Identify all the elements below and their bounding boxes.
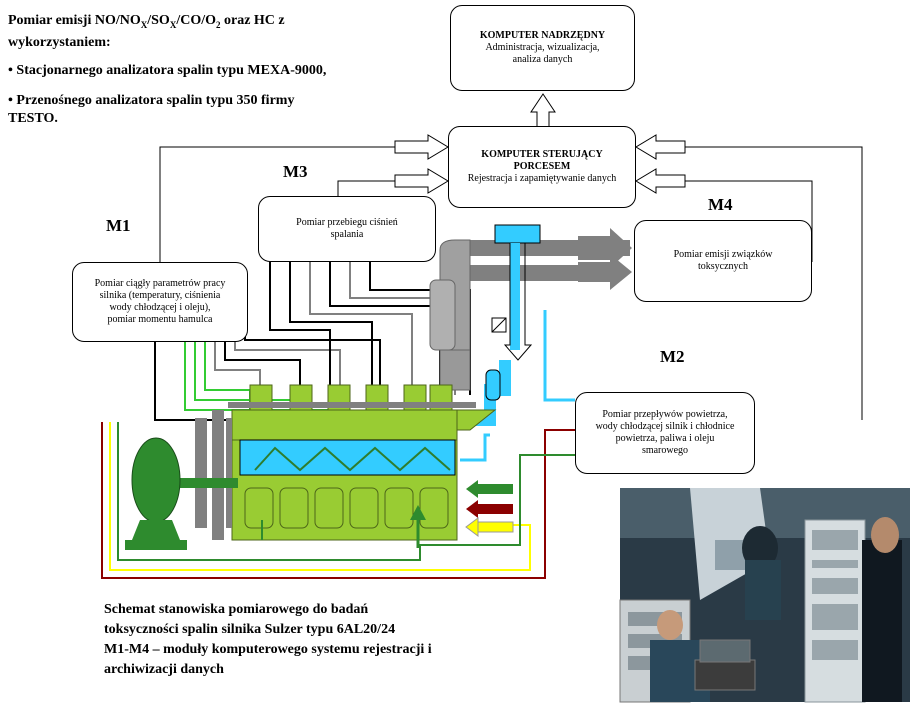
caption-line: archiwizacji danych <box>104 662 224 677</box>
heading-text: /SO <box>147 13 170 28</box>
fuel-pipe <box>109 422 531 571</box>
oil-pipe <box>101 422 575 579</box>
arrow-up-to-nadrzedny <box>530 93 556 129</box>
box-text: silnika (temperatury, ciśnienia <box>99 290 221 301</box>
signal-line-m2 <box>685 146 863 420</box>
box-m2-przeplywy: Pomiar przepływów powietrza, wody chłodz… <box>575 392 755 474</box>
box-text: Pomiar przepływów powietrza, <box>602 409 728 420</box>
label-m4: M4 <box>708 195 733 214</box>
box-text: wody chłodzącej silnik i chłodnice <box>595 421 735 432</box>
box-text: spalania <box>330 229 364 240</box>
box-komputer-nadrzedny: KOMPUTER NADRZĘDNY Administracja, wizual… <box>450 5 635 91</box>
cooler <box>485 369 501 401</box>
caption-line: M1-M4 – moduły komputerowego systemu rej… <box>104 642 432 657</box>
heading-text: /CO/O <box>176 13 216 28</box>
box-text: Pomiar przebiegu ciśnień <box>296 217 398 228</box>
signal-line-m4 <box>685 180 813 262</box>
signal-line-m3 <box>337 180 395 196</box>
box-text: Administracja, wizualizacja, <box>485 42 600 53</box>
outer-pipes <box>101 422 575 579</box>
flywheel <box>212 410 224 540</box>
box-m1-parametry: Pomiar ciągły parametrów pracy silnika (… <box>72 262 248 342</box>
box-komputer-sterujacy: KOMPUTER STERUJĄCY PORCESEM Rejestracja … <box>448 126 636 208</box>
arrow-m4-to-sterujacy <box>635 168 686 194</box>
signal-lines <box>159 146 863 420</box>
diagram-caption: Schemat stanowiska pomiarowego do badań … <box>104 600 574 680</box>
label-m3: M3 <box>283 162 308 181</box>
arrow-m3-to-sterujacy <box>394 168 449 194</box>
box-title: KOMPUTER NADRZĘDNY <box>479 30 606 41</box>
exhaust-arrow-upper <box>578 228 632 268</box>
caption-line: Schemat stanowiska pomiarowego do badań <box>104 602 369 617</box>
box-text: Pomiar ciągły parametrów pracy <box>94 278 226 289</box>
box-text: toksycznych <box>698 261 748 272</box>
exhaust-manifold <box>439 349 471 391</box>
bullet-testo: • Przenośnego analizatora spalin typu 35… <box>8 92 428 128</box>
box-text: powietrza, paliwa i oleju <box>615 433 715 444</box>
heading-text: • Przenośnego analizatora spalin typu 35… <box>8 92 295 108</box>
heading-line: Pomiar emisji NO/NOX/SOX/CO/O2 oraz HC z… <box>8 12 428 52</box>
heading-text: TESTO. <box>8 110 58 126</box>
box-text: smarowego <box>641 445 689 456</box>
box-text: Pomiar emisji związków <box>673 249 773 260</box>
subscript: X <box>140 19 148 30</box>
signal-line-m1 <box>159 146 395 262</box>
caption-line: toksyczności spalin silnika Sulzer typu … <box>104 622 396 637</box>
box-title: KOMPUTER STERUJĄCY <box>481 149 603 160</box>
hollow-arrows <box>394 93 686 194</box>
coolant-pipe <box>117 422 575 561</box>
box-text: Rejestracja i zapamiętywanie danych <box>467 173 617 184</box>
box-m3-pomiar-cisnien: Pomiar przebiegu ciśnień spalania <box>258 196 436 262</box>
arrow-m2-to-sterujacy <box>635 134 686 160</box>
exhaust-system <box>429 228 632 391</box>
heading-text: oraz HC z <box>220 13 285 28</box>
heading-text: Pomiar emisji NO/NO <box>8 13 141 28</box>
subscript: 2 <box>215 19 221 30</box>
box-m4-emisja: Pomiar emisji związków toksycznych <box>634 220 812 302</box>
diagram-heading: Pomiar emisji NO/NOX/SOX/CO/O2 oraz HC z… <box>8 12 428 136</box>
box-title: PORCESEM <box>513 161 571 172</box>
inlet-arrows <box>261 480 514 548</box>
engine <box>125 384 497 550</box>
subscript: X <box>169 19 177 30</box>
heading-text: wykorzystaniem: <box>8 34 111 50</box>
box-text: analiza danych <box>512 54 573 65</box>
exhaust-arrow-lower <box>578 254 632 290</box>
label-m1: M1 <box>106 216 131 235</box>
bullet-mexa: • Stacjonarnego analizatora spalin typu … <box>8 62 327 78</box>
box-text: pomiar momentu hamulca <box>107 314 213 325</box>
water-circuit <box>460 224 575 462</box>
box-text: wody chłodzącej i oleju), <box>109 302 211 313</box>
charge-air-manifold <box>239 439 456 476</box>
arrow-m1-to-sterujacy <box>394 134 449 160</box>
label-m2: M2 <box>660 347 685 366</box>
